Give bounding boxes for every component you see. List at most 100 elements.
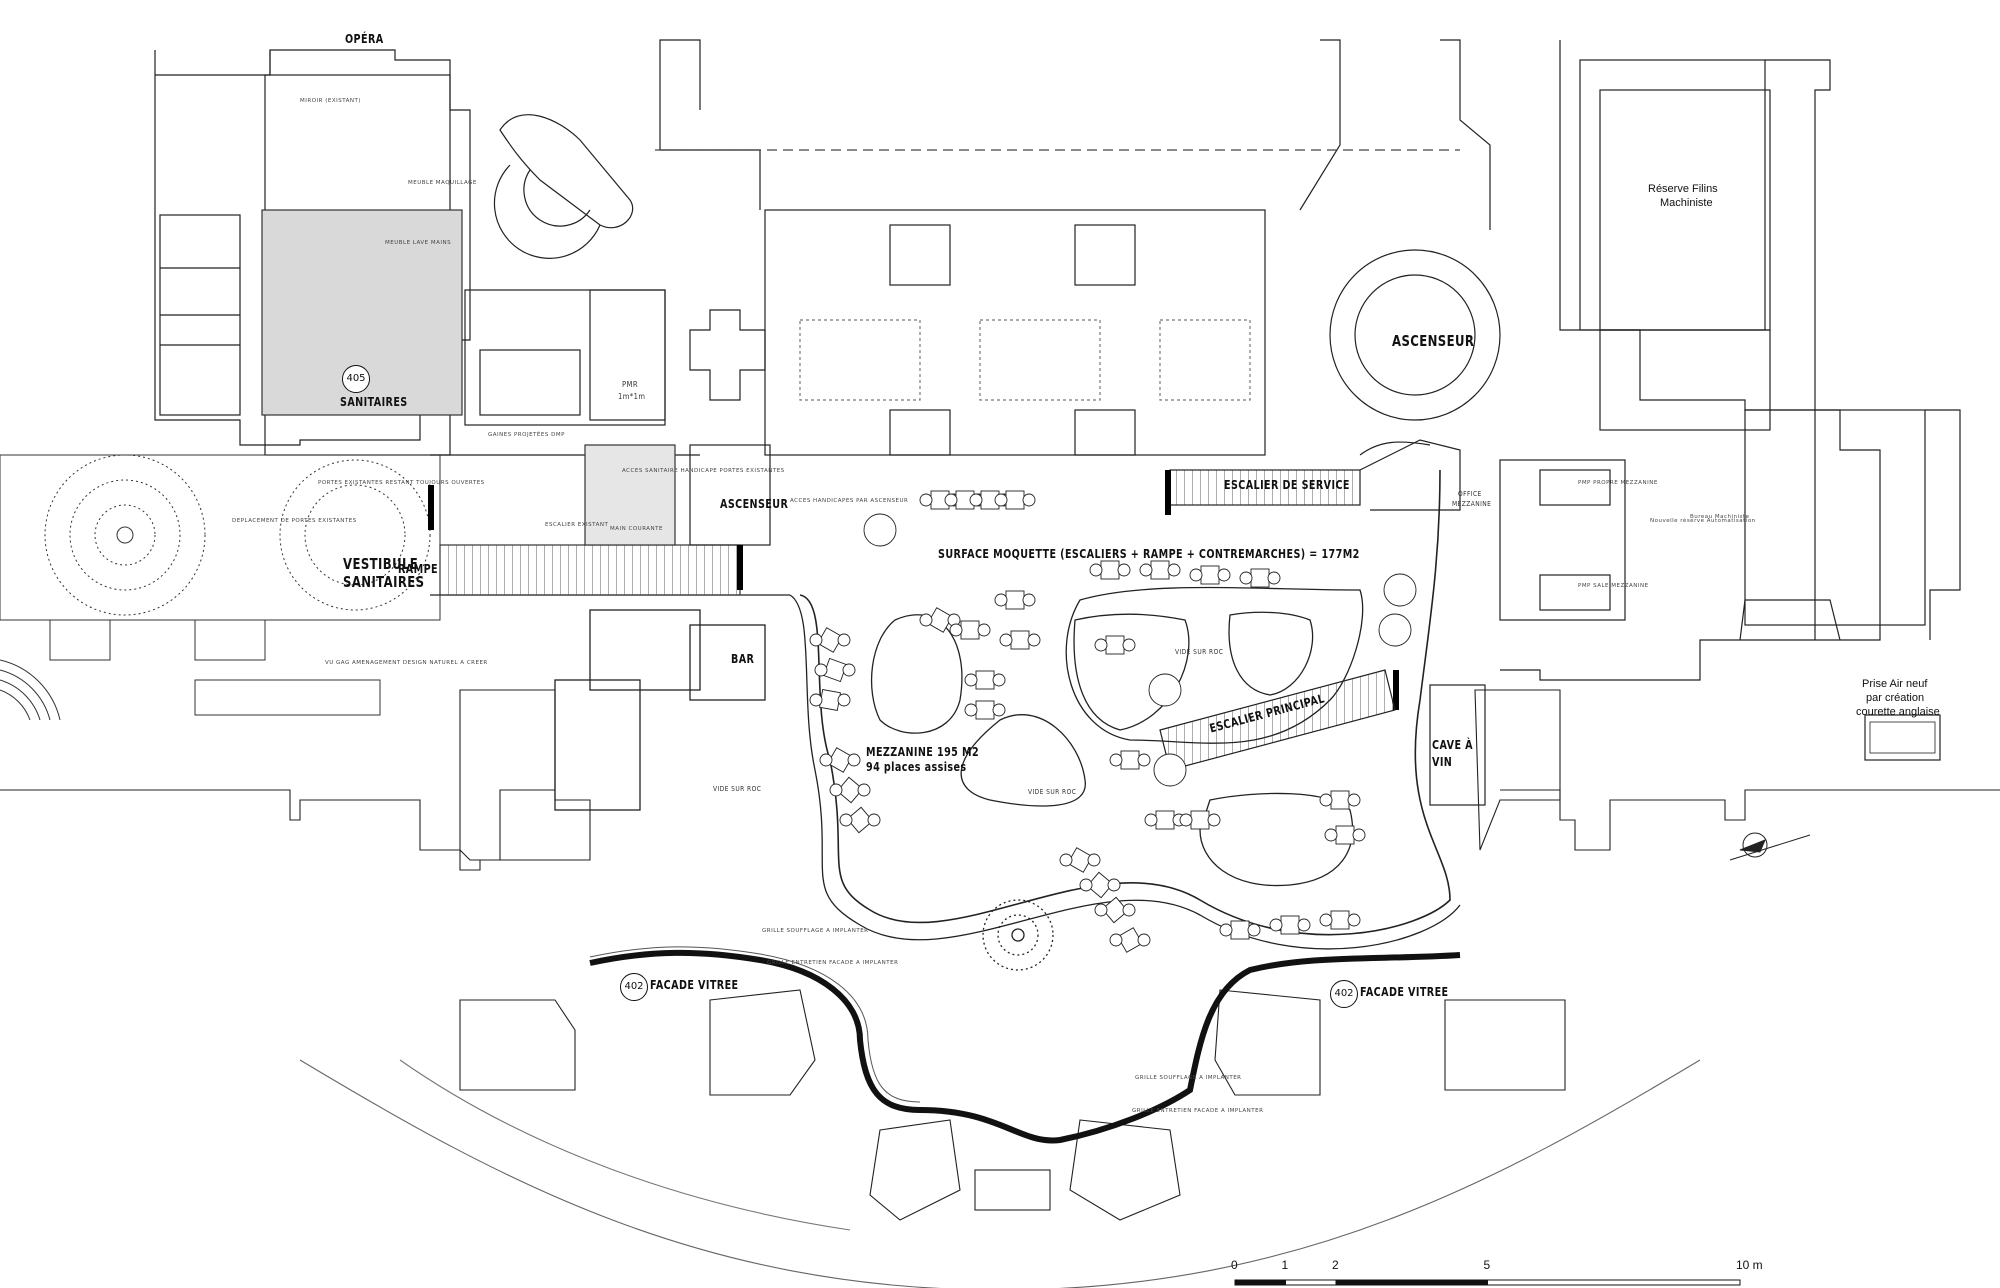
label-ascenseur-right: ASCENSEUR [1392,332,1475,350]
table [836,776,864,804]
chair [992,703,1006,717]
chair [1319,913,1333,927]
label-prise-air: Prise Air neuf [1862,678,1928,690]
round-table [863,513,897,547]
note-acces-ascenseur: ACCES HANDICAPES PAR ASCENSEUR [790,498,909,504]
chair [1267,571,1281,585]
label-rampe: RAMPE [398,562,438,576]
chair [1087,853,1101,867]
table [1100,560,1120,580]
label-facade-right: FACADE VITREE [1360,985,1449,999]
black-markers [428,470,1399,710]
table [819,689,841,711]
scale-bar [1234,1279,1741,1286]
note-pmr-sale: PMP SALE MEZZANINE [1578,583,1649,589]
chair [814,663,828,677]
table [1190,810,1210,830]
label-vide-roc-1: VIDE SUR ROC [1175,648,1224,656]
chair [1139,563,1153,577]
label-vin: VIN [1432,755,1453,769]
label-pmr: PMR [622,380,638,389]
label-places-assises: 94 places assises [866,760,967,774]
tables [809,490,1417,953]
chair [992,673,1006,687]
chair [1059,853,1073,867]
chair [1269,918,1283,932]
note-grille-soufflage-1: GRILLE SOUFFLAGE A IMPLANTER [762,928,869,934]
table [927,607,953,633]
chair [1117,563,1131,577]
chair [1094,903,1108,917]
label-ascenseur-left: ASCENSEUR [720,497,789,511]
chair [1217,568,1231,582]
note-acces-handicape: ACCES SANITAIRE HANDICAPE PORTES EXISTAN… [622,468,785,474]
note-vu-gag: VU GAG AMENAGEMENT DESIGN NATUREL A CREE… [325,660,488,666]
chair [1137,933,1151,947]
chair [1107,878,1121,892]
chair [1022,593,1036,607]
label-cave: CAVE À [1432,738,1473,752]
note-main-courante: MAIN COURANTE [610,526,663,532]
table [1150,560,1170,580]
chair [919,493,933,507]
corridors [430,439,1461,596]
table [960,620,980,640]
scale-label: 1 [1281,1258,1289,1272]
main-staircase [1159,669,1396,771]
label-par-creation: par création [1866,692,1925,704]
table [817,627,843,653]
scale-label: 10 m [1736,1258,1763,1272]
table [1005,490,1025,510]
round-table [1383,573,1417,607]
table [1086,871,1114,899]
scale-segment [1285,1279,1337,1286]
label-vide-roc-3: VIDE SUR ROC [713,785,762,793]
vestibule-circles [0,454,441,721]
table [1330,790,1350,810]
chair [1207,813,1221,827]
air-intake-box [1864,714,1941,761]
wine-cellar [1429,684,1486,806]
round-table [1378,613,1412,647]
table [975,670,995,690]
table [1250,568,1270,588]
chair [1109,933,1123,947]
table [1155,810,1175,830]
chair [837,633,851,647]
chair [1122,638,1136,652]
label-vestibule: VESTIBULE [343,555,419,573]
chair [964,703,978,717]
chair [994,593,1008,607]
lower-building [0,689,2000,1288]
table [1335,825,1355,845]
chair [994,493,1008,507]
chair [1144,813,1158,827]
label-escalier-service: ESCALIER DE SERVICE [1224,478,1350,492]
note-deplacement: DEPLACEMENT DE PORTES EXISTANTES [232,518,357,524]
table [1230,920,1250,940]
scale-segment [1234,1279,1286,1286]
table [975,700,995,720]
label-vestibule-sanitaires: SANITAIRES [343,573,425,591]
label-pmr-size: 1m*1m [618,392,646,401]
label-facade-left: FACADE VITREE [650,978,739,992]
label-opera: OPÉRA [345,32,384,46]
chair [839,813,853,827]
chair [1079,878,1093,892]
note-miroir: MIROIR (EXISTANT) [300,98,362,104]
chair [842,663,856,677]
chair [829,783,843,797]
chair [1022,493,1036,507]
scale-segment [1487,1279,1741,1286]
note-portes-existantes: PORTES EXISTANTES RESTANT TOUJOURS OUVER… [318,480,485,486]
note-grille-soufflage-2: GRILLE SOUFFLAGE A IMPLANTER [1135,1075,1242,1081]
note-nouvelle-reserve: Nouvelle réserve Automatisation [1650,518,1756,524]
chair [977,623,991,637]
scale-segment [1335,1279,1488,1286]
round-table [1153,753,1187,787]
chair [1347,913,1361,927]
table [1105,635,1125,655]
chair [867,813,881,827]
label-surface-moquette: SURFACE MOQUETTE (ESCALIERS + RAMPE + CO… [938,547,1360,561]
